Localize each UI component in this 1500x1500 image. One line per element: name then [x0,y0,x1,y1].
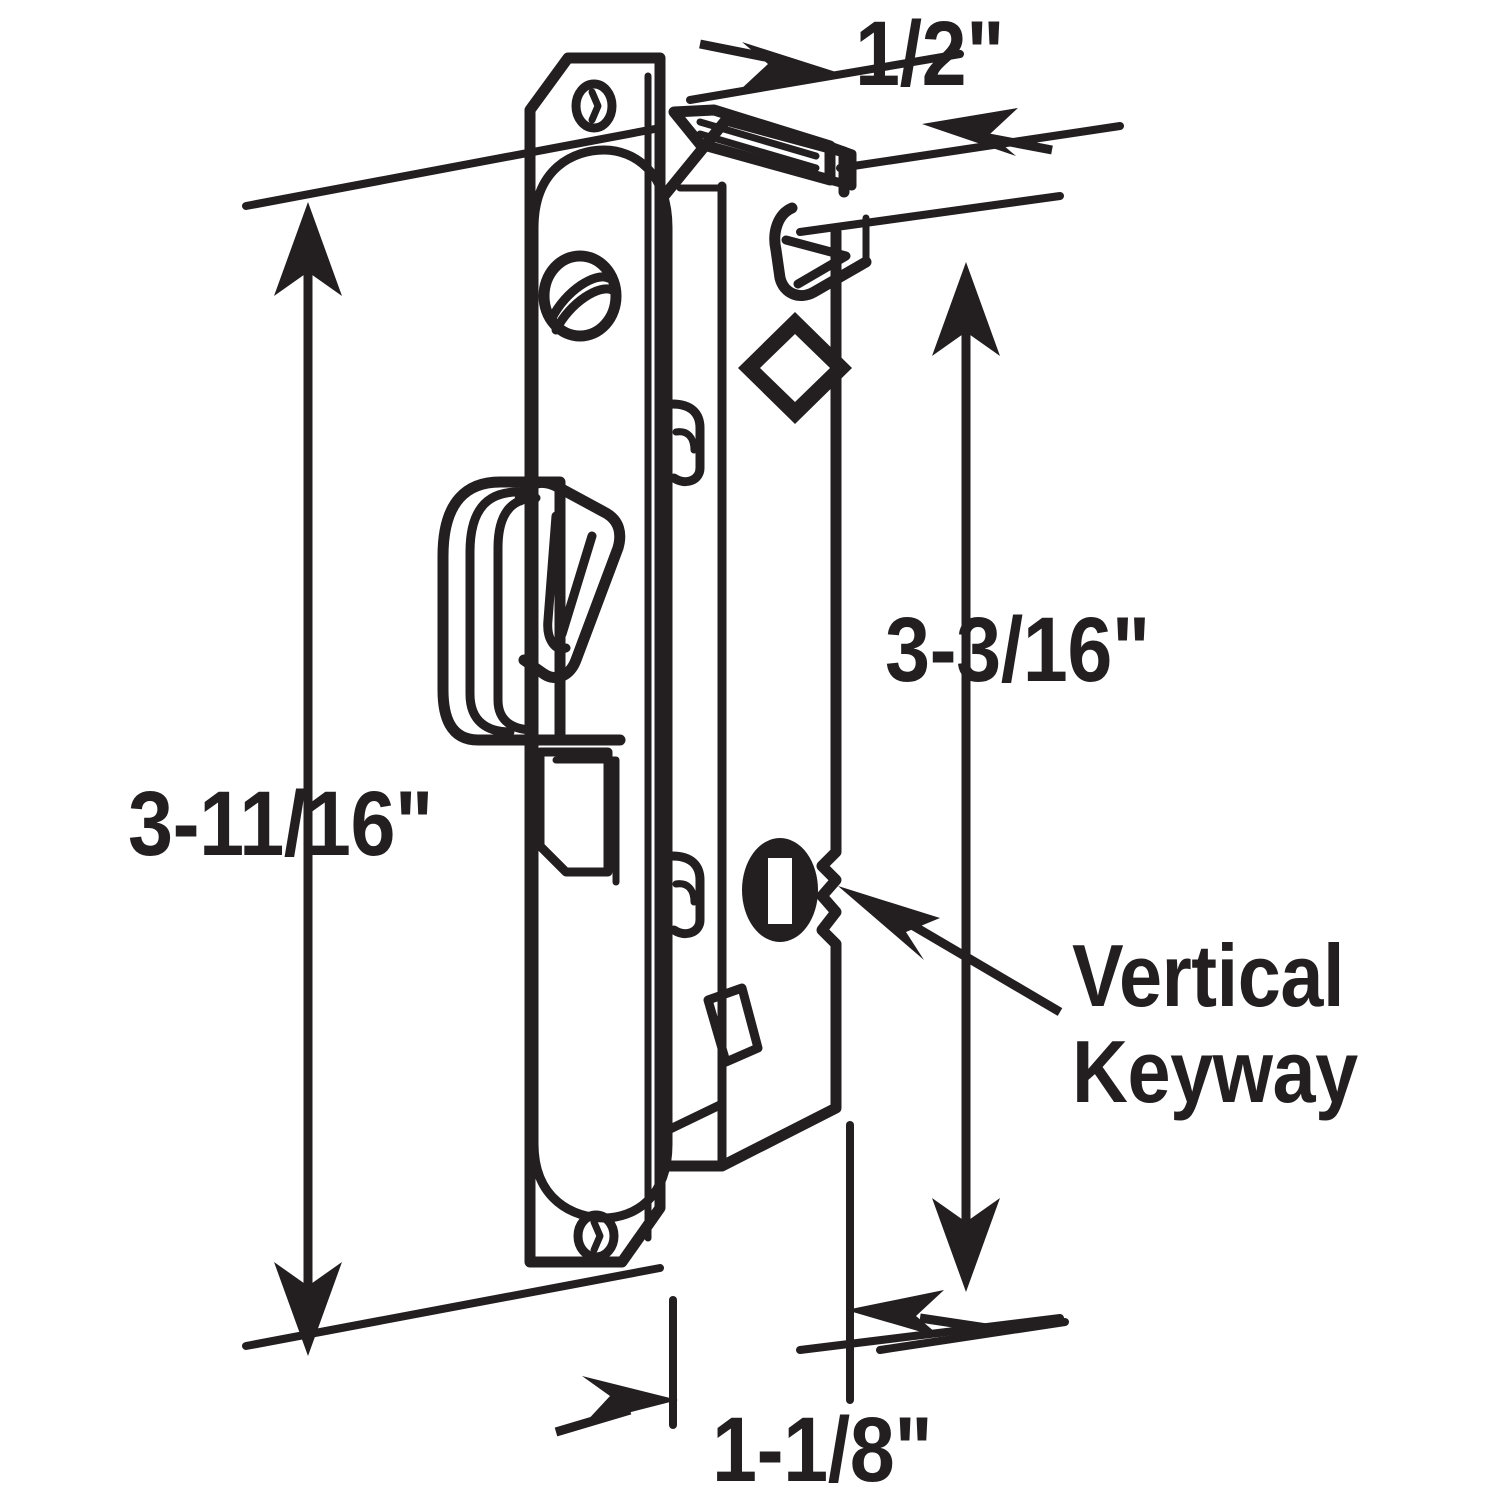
callout-keyway-line1: Vertical [1072,926,1345,1025]
arrowhead-down-right [932,1198,1000,1292]
leader-line-bottom-dim [876,1318,1069,1354]
top-mounting-hole [571,79,617,133]
arrowhead-up-left [274,202,342,296]
mortise-lock-illustration [437,52,872,1268]
dimension-label-lock-body-height: 3-3/16" [885,599,1150,701]
faceplate-top-rail [668,104,857,191]
dimension-label-faceplate-depth: 1-1/8" [712,1399,933,1500]
dimension-line-3-11-16 [274,202,342,1356]
latch-hook [769,202,872,301]
upper-tab [667,399,705,487]
dimension-line-3-3-16 [932,262,1000,1292]
dimension-1-2-inch [699,39,1053,156]
dimension-1-1-8-inch [554,1290,1001,1437]
arrowhead-down-left [274,1262,342,1356]
lower-body-mark [703,983,763,1067]
callout-label-keyway: Vertical Keyway [1072,928,1358,1120]
arrowhead-keyway-callout [838,886,940,960]
lower-tab [667,851,705,939]
bottom-mounting-hole [573,1210,619,1262]
arrowhead-bottom-left [582,1376,678,1424]
extension-line-halfinch-right [836,122,1124,172]
faceplate [524,52,673,1268]
extension-line-top-left [242,124,664,210]
vertical-keyway [742,838,818,942]
arrowhead-up-right [932,262,1000,356]
arrowhead-halfinch-left [740,42,836,90]
extension-line-top-right [796,192,1064,236]
arrowhead-bottom-right [846,1290,944,1338]
extension-line-halfinch-left [686,50,964,104]
arrowhead-halfinch-right [922,108,1018,156]
keyway-callout-leader [838,886,1063,1016]
dimension-label-faceplate-height: 3-11/16" [128,773,433,875]
dimension-label-faceplate-width: 1/2" [855,3,1005,105]
callout-keyway-line2: Keyway [1072,1022,1358,1121]
set-screw [538,250,622,342]
thumb-turn-knob [437,476,626,746]
latch-slot [535,747,620,886]
diamond-marking [738,312,852,424]
